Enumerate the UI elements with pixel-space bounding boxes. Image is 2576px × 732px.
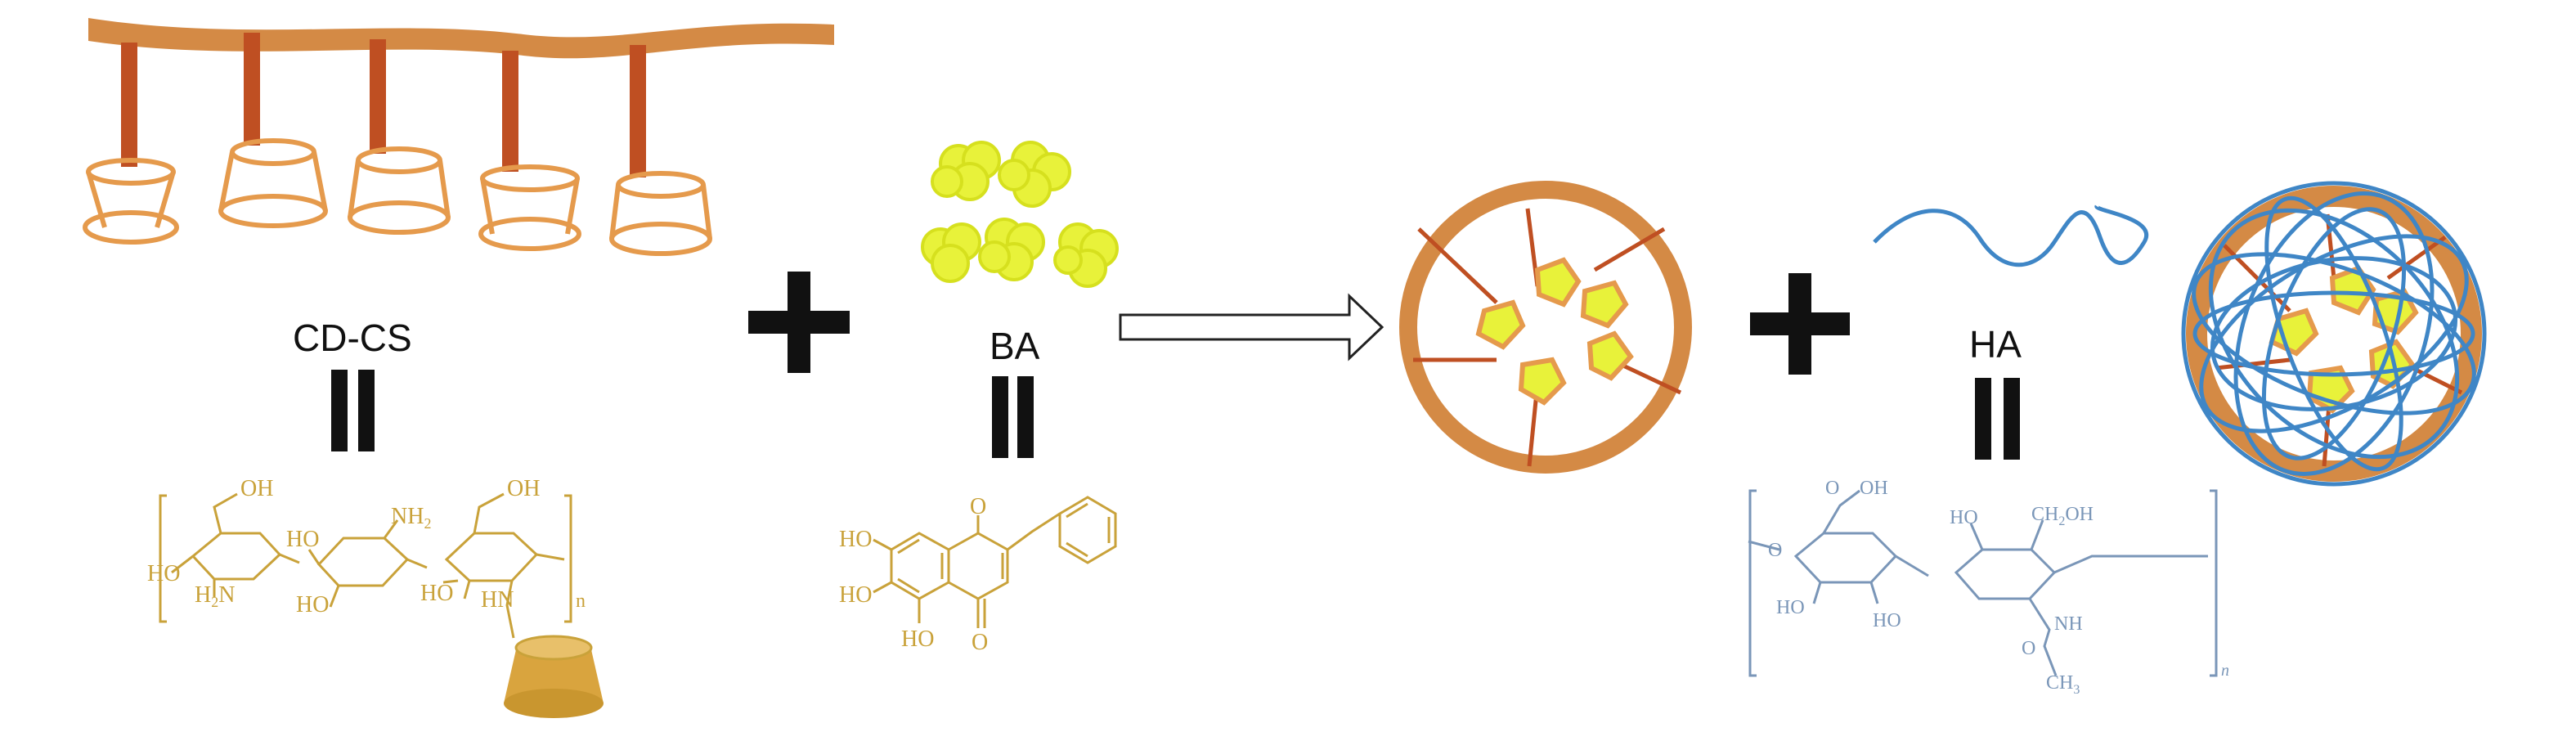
ha-coated-nanoparticle xyxy=(2181,181,2487,487)
equals-icon xyxy=(992,376,1034,458)
chitosan-backbone xyxy=(88,18,834,59)
ha-nh: NH xyxy=(2054,613,2083,635)
cyclodextrin-cup-3 xyxy=(348,146,451,235)
ha-o-top: O xyxy=(1825,478,1839,499)
linker-4 xyxy=(502,51,518,172)
cdcs-polymer-illustration xyxy=(83,18,834,256)
ha-o-acetyl: O xyxy=(2022,638,2035,659)
equals-icon xyxy=(331,370,375,451)
drug-in-cd-3 xyxy=(1580,280,1629,329)
linker-2 xyxy=(244,33,260,146)
linker-5 xyxy=(630,45,646,177)
drug-in-cd-1 xyxy=(1475,299,1526,350)
ha-oh-acid: OH xyxy=(1860,478,1888,499)
ha-ho-b: HO xyxy=(1950,507,1978,528)
cdcs-ho-bot2: HO xyxy=(420,581,453,606)
drug-particle-3 xyxy=(921,222,981,283)
cyclodextrin-cup-4 xyxy=(478,164,581,251)
ba-ho-1: HO xyxy=(839,527,872,552)
cdcs-ho-mid1: HO xyxy=(286,527,319,552)
cdcs-nh2-top: NH2 xyxy=(391,504,431,532)
drug-particle-2 xyxy=(998,141,1071,208)
ba-ho-2: HO xyxy=(839,582,872,608)
linker-1 xyxy=(121,43,137,167)
ha-ho-c: HO xyxy=(1873,610,1901,631)
ba-ho-3: HO xyxy=(901,626,934,652)
ha-ch2oh: CH2OH xyxy=(2031,504,2094,528)
ha-chemical-structure xyxy=(1748,489,2218,677)
cdcs-hn: HN xyxy=(481,587,514,613)
ba-label: BA xyxy=(990,325,1040,367)
drug-particle-5 xyxy=(1053,222,1119,288)
cdcs-label: CD-CS xyxy=(293,317,412,359)
drug-in-cd-2 xyxy=(1534,257,1582,308)
baicalein-drug-particles xyxy=(921,141,1119,288)
drug-particle-4 xyxy=(978,218,1045,281)
cdcs-ho-bot: HO xyxy=(296,592,329,617)
drug-in-cd-4 xyxy=(1586,330,1634,381)
drug-in-cd-5 xyxy=(1518,357,1567,406)
linker-3 xyxy=(370,39,386,154)
cdcs-h2n: H2N xyxy=(195,582,235,610)
drug-particle-1 xyxy=(931,141,1001,201)
cdcs-oh-top1: OH xyxy=(240,476,273,501)
cdcs-chemical-structure xyxy=(159,492,572,639)
ha-ho-a: HO xyxy=(1776,597,1805,618)
cdcs-ho-left: HO xyxy=(147,561,180,586)
equals-icon xyxy=(1975,378,2020,460)
cdcs-oh-top2: OH xyxy=(507,476,540,501)
plus-icon xyxy=(748,272,850,373)
ha-ch3: CH3 xyxy=(2046,672,2080,697)
plus-icon xyxy=(1750,273,1850,375)
ha-n-repeat: n xyxy=(2221,662,2229,680)
ba-chemical-structure xyxy=(873,496,1117,628)
ha-coating-strands xyxy=(2181,181,2487,487)
cyclodextrin-cup-5 xyxy=(609,171,712,256)
ba-o-ring: O xyxy=(970,494,986,519)
ha-o-link: O xyxy=(1768,540,1782,561)
ba-o-keto: O xyxy=(972,630,988,655)
cdcs-n-repeat: n xyxy=(576,591,586,612)
cyclodextrin-cup-1 xyxy=(83,158,179,245)
drug-loaded-nanoparticle xyxy=(1399,181,1692,474)
hyaluronic-acid-strand xyxy=(1873,204,2149,267)
cdcs-cyclodextrin-cup xyxy=(504,635,604,718)
cyclodextrin-cup-2 xyxy=(218,138,328,228)
right-arrow-icon xyxy=(1119,293,1384,362)
ha-label: HA xyxy=(1969,323,2022,366)
